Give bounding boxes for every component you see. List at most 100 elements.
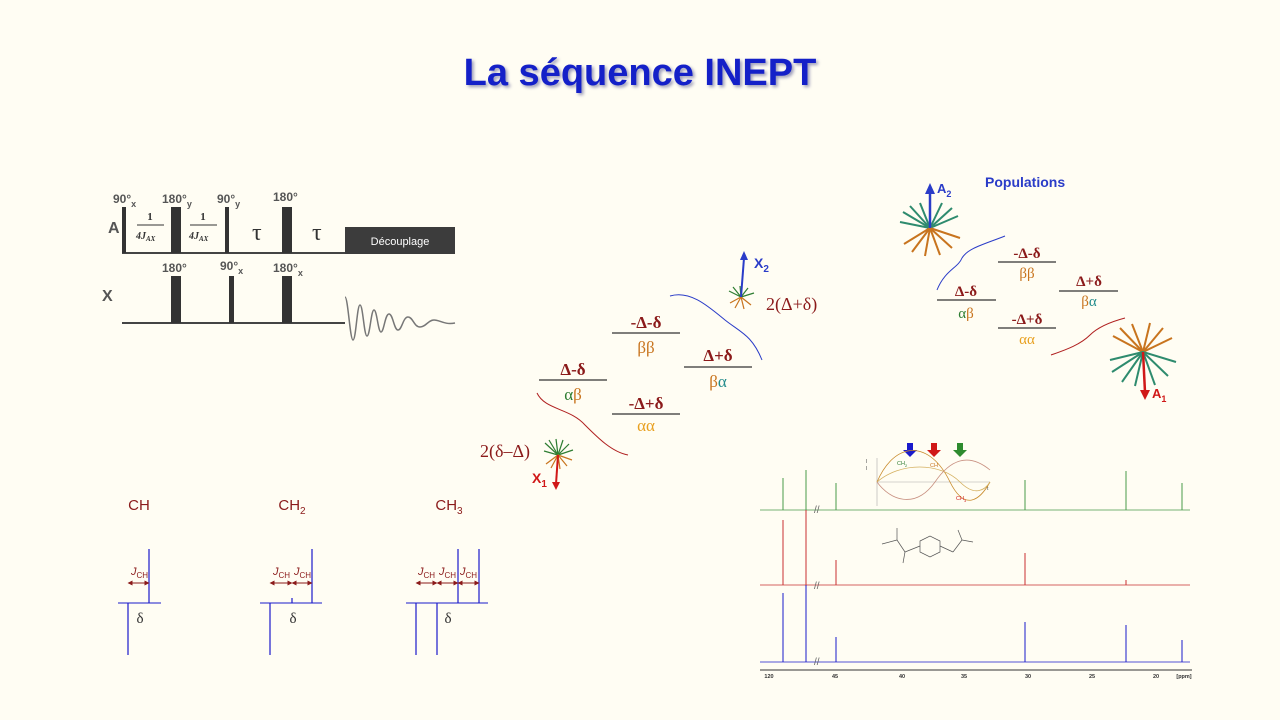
- multiplet-ch3-title: CH3: [435, 497, 463, 517]
- x1-magnetization-icon: [543, 438, 574, 490]
- multiplet-ch: CH JCH δ: [118, 497, 161, 655]
- x-pulse-180: [171, 276, 181, 323]
- a-level-label-2: -Δ-δ: [1013, 246, 1040, 262]
- x-level-state-1: αβ: [564, 385, 582, 404]
- svg-text:I: I: [866, 466, 867, 472]
- a-pulse-label-1: 90°x: [113, 192, 136, 209]
- multiplet-ch2-delta: δ: [289, 611, 296, 627]
- x2-transition-brace: [669, 294, 763, 361]
- svg-text://: //: [814, 505, 820, 516]
- slide-title: La séquence INEPT: [463, 52, 817, 94]
- x2-magnetization-icon: [728, 251, 755, 310]
- x2-population: 2(Δ+δ): [766, 294, 817, 315]
- fid-signal: [344, 296, 456, 341]
- a-pulse-label-4: 180°: [273, 190, 298, 204]
- a-level-label-3: Δ+δ: [1076, 274, 1102, 290]
- multiplet-ch2-j-1: JCH: [272, 566, 290, 580]
- x-level-label-1: Δ-δ: [560, 360, 585, 379]
- spectrum-tick-6: 25: [1089, 674, 1095, 680]
- x-pulse-180x: [282, 276, 292, 323]
- spectrum-trace-blue: [760, 585, 1190, 663]
- multiplet-ch3-j-3: JCH: [459, 566, 477, 580]
- multiplet-ch3-delta: δ: [444, 611, 451, 627]
- a1-label: A1: [1152, 386, 1166, 404]
- a-level-state-4: αα: [1019, 332, 1035, 348]
- energy-diagram-a: Populations Δ-δ αβ -Δ-δ ββ Δ+δ βα -Δ+δ α…: [899, 174, 1177, 404]
- inset-label-3: CH3: [956, 496, 967, 503]
- spectrum-tick-8: [ppm]: [1176, 674, 1191, 680]
- delay-fraction-2: 1 4JAX: [188, 211, 217, 243]
- a2-transition-brace: [936, 235, 1006, 291]
- x1-label: X1: [532, 470, 547, 490]
- a-level-label-1: Δ-δ: [955, 284, 977, 300]
- svg-text:t: t: [987, 486, 989, 492]
- decoupling-block: [345, 227, 455, 254]
- x-level-state-4: αα: [637, 416, 655, 435]
- pulse-sequence: A X Découplage 90°x 180°y 90°y 180° 1 4J…: [102, 190, 456, 341]
- x1-population: 2(δ–Δ): [480, 441, 530, 462]
- x-level-state-3: βα: [709, 372, 727, 391]
- decoupling-label: Découplage: [371, 236, 430, 248]
- spectrum-tick-2: 45: [832, 674, 838, 680]
- multiplet-ch2: CH2 JCH JCH δ: [260, 497, 322, 655]
- multiplet-ch3: CH3 JCH JCH JCH δ: [406, 497, 488, 655]
- spectrum-tick-1: 120: [764, 674, 773, 680]
- populations-title: Populations: [985, 174, 1065, 190]
- a-pulse-180y: [171, 207, 181, 253]
- a-level-state-1: αβ: [958, 306, 974, 322]
- a1-transition-brace: [1050, 317, 1126, 356]
- spectrum-tick-5: 30: [1025, 674, 1031, 680]
- spectrum-panel: // // // 120 45 40 35 30 25 20 [ppm] I: [760, 443, 1192, 680]
- a-pulse-label-3: 90°y: [217, 192, 240, 209]
- a-pulse-90y: [225, 207, 229, 253]
- x-pulse-90x: [229, 276, 234, 323]
- inset-curves: I I t CH2 CH CH3: [866, 450, 991, 506]
- multiplet-ch-j: JCH: [130, 566, 148, 580]
- spectrum-tick-4: 35: [961, 674, 967, 680]
- multiplet-ch-title: CH: [128, 497, 150, 514]
- svg-text:I: I: [866, 459, 867, 465]
- x-level-label-3: Δ+δ: [703, 346, 732, 365]
- tau-symbol-2: τ: [312, 220, 322, 246]
- arrow-down-red-icon: [927, 443, 941, 457]
- tau-symbol-1: τ: [252, 220, 262, 246]
- svg-text://: //: [814, 581, 820, 592]
- a2-magnetization-icon: [899, 183, 961, 257]
- spectrum-trace-red: [760, 510, 1190, 586]
- x-level-label-4: -Δ+δ: [629, 394, 664, 413]
- svg-text:1: 1: [147, 211, 153, 223]
- spectrum-tick-7: 20: [1153, 674, 1159, 680]
- multiplet-ch2-j-2: JCH: [293, 566, 311, 580]
- svg-text:4JAX: 4JAX: [135, 231, 156, 243]
- multiplet-ch2-title: CH2: [278, 497, 306, 517]
- x-level-label-2: -Δ-δ: [631, 313, 662, 332]
- spectrum-trace-green: [760, 470, 1190, 511]
- a-pulse-180: [282, 207, 292, 253]
- a-level-state-3: βα: [1081, 294, 1097, 310]
- multiplet-ch3-j-1: JCH: [417, 566, 435, 580]
- a-level-label-4: -Δ+δ: [1012, 312, 1043, 328]
- multiplet-ch-delta: δ: [136, 611, 143, 627]
- x-pulse-label-1: 180°: [162, 261, 187, 275]
- svg-text:4JAX: 4JAX: [188, 231, 209, 243]
- x2-label: X2: [754, 255, 769, 275]
- x-pulse-label-2: 90°x: [220, 259, 243, 276]
- x-pulse-label-3: 180°x: [273, 261, 303, 278]
- multiplet-ch3-j-2: JCH: [438, 566, 456, 580]
- channel-x-label: X: [102, 288, 113, 305]
- inset-label-1: CH2: [897, 461, 908, 468]
- a-pulse-label-2: 180°y: [162, 192, 192, 209]
- arrow-down-blue-icon: [903, 443, 917, 457]
- x-level-state-2: ββ: [637, 338, 654, 357]
- delay-fraction-1: 1 4JAX: [135, 211, 164, 243]
- channel-a-label: A: [108, 220, 120, 237]
- a2-label: A2: [937, 181, 951, 199]
- energy-diagram-x: Δ-δ αβ -Δ-δ ββ Δ+δ βα -Δ+δ αα 2(δ–Δ) 2(Δ…: [480, 251, 817, 490]
- x1-transition-brace: [536, 392, 629, 456]
- molecule-structure: [881, 528, 974, 564]
- a-level-state-2: ββ: [1019, 266, 1034, 282]
- svg-text://: //: [814, 657, 820, 668]
- arrow-down-green-icon: [953, 443, 967, 457]
- spectrum-tick-3: 40: [899, 674, 905, 680]
